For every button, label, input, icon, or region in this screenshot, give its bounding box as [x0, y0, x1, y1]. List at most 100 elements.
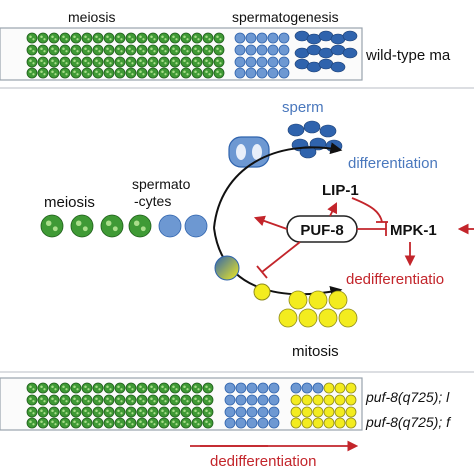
meiotic-cell — [70, 56, 82, 68]
spermatocyte-cell — [234, 32, 246, 44]
bottom-dedifferentiation-label: dedifferentiation — [210, 453, 316, 470]
meiotic-cell — [191, 417, 203, 429]
mitotic-cell — [345, 406, 357, 418]
spermatocyte-cell — [245, 67, 257, 79]
meiotic-cell — [180, 406, 192, 418]
meiotic-cell — [202, 382, 214, 394]
sperm-cell — [299, 145, 317, 159]
mitotic-cell — [301, 406, 313, 418]
meiotic-cell — [180, 44, 192, 56]
spermatocyte-cell — [245, 44, 257, 56]
meiotic-cell — [147, 56, 159, 68]
sperm-cell — [330, 61, 346, 73]
meiotic-cell — [158, 382, 170, 394]
meiotic-cell — [136, 67, 148, 79]
meiotic-cell — [147, 44, 159, 56]
meiotic-cell — [26, 56, 38, 68]
meiotic-cell — [70, 214, 94, 238]
mitosis-cell-cluster — [278, 290, 358, 328]
meiotic-cell — [81, 67, 93, 79]
meiotic-cell — [147, 394, 159, 406]
sperm-label: sperm — [282, 99, 324, 116]
top-genotype-label: wild-type ma — [365, 47, 451, 64]
spermatocyte-cell — [268, 394, 280, 406]
meiotic-cell — [136, 44, 148, 56]
meiotic-cell — [213, 67, 225, 79]
meiotic-cell — [158, 32, 170, 44]
meiotic-cell — [81, 417, 93, 429]
meiotic-cell — [81, 56, 93, 68]
meiotic-cell — [70, 32, 82, 44]
meiotic-cell — [213, 44, 225, 56]
meiotic-cell — [81, 44, 93, 56]
spermatocyte-cell — [224, 406, 236, 418]
meiotic-cell — [158, 417, 170, 429]
mitotic-cell — [323, 406, 335, 418]
puf8-label: PUF-8 — [300, 222, 343, 239]
meiotic-cell — [191, 32, 203, 44]
meiotic-cell — [81, 394, 93, 406]
meiotic-cell — [136, 417, 148, 429]
meiotic-cell — [180, 67, 192, 79]
meiotic-cell — [169, 67, 181, 79]
spermatocyte-cell — [234, 56, 246, 68]
meiotic-cell — [136, 32, 148, 44]
crescent-cell — [0, 226, 12, 232]
meiotic-cell — [213, 56, 225, 68]
meiotic-cell — [125, 417, 137, 429]
meiotic-cell — [59, 382, 71, 394]
bottom-genotype-2: puf-8(q725); f — [365, 414, 452, 430]
mitotic-cell — [318, 308, 338, 328]
spermatocyte-cell — [256, 32, 268, 44]
meiotic-cell — [125, 67, 137, 79]
meiotic-cell — [180, 56, 192, 68]
meiotic-cell — [114, 382, 126, 394]
meiotic-cell — [92, 56, 104, 68]
sperm-cell — [342, 47, 358, 59]
differentiation-label: differentiation — [348, 155, 438, 172]
meiotic-cell — [59, 394, 71, 406]
spermatocyte-cell — [278, 56, 290, 68]
spermatocyte-cell — [257, 394, 269, 406]
meiotic-cell — [136, 382, 148, 394]
meiotic-cell — [169, 417, 181, 429]
sperm-cell — [319, 124, 337, 138]
meiotic-cell — [158, 44, 170, 56]
meiotic-cell — [103, 44, 115, 56]
meiotic-cell — [100, 214, 124, 238]
meiotic-cell — [48, 417, 60, 429]
mitotic-cell — [323, 417, 335, 429]
meiotic-cell — [125, 56, 137, 68]
spermatocytes-label-line1: spermato — [132, 176, 191, 192]
spermatocyte-cell — [301, 382, 313, 394]
meiotic-cell — [103, 67, 115, 79]
spermatocyte-cell — [235, 382, 247, 394]
regulatory-edges — [253, 197, 474, 279]
meiotic-cell — [202, 32, 214, 44]
meiosis-label: meiosis — [44, 194, 95, 211]
mitotic-cell — [345, 394, 357, 406]
meiotic-cell — [59, 406, 71, 418]
meiotic-cell — [180, 32, 192, 44]
meiotic-cell — [26, 406, 38, 418]
meiotic-cell — [48, 44, 60, 56]
sperm-cell — [342, 30, 358, 42]
meiotic-cell — [158, 56, 170, 68]
meiotic-cell — [169, 44, 181, 56]
spermatocyte-cell — [278, 32, 290, 44]
mitotic-cell — [338, 308, 358, 328]
mitotic-cell — [323, 382, 335, 394]
mitotic-cell — [312, 417, 324, 429]
meiotic-cell — [191, 67, 203, 79]
meiotic-cell — [136, 406, 148, 418]
meiotic-cell — [147, 406, 159, 418]
top-spermatogenesis-label: spermatogenesis — [232, 9, 339, 25]
meiotic-cell — [125, 32, 137, 44]
mpk1-label: MPK-1 — [390, 222, 437, 239]
mitotic-cell — [345, 382, 357, 394]
spermatocyte-cell — [184, 214, 208, 238]
meiotic-cell — [147, 32, 159, 44]
meiotic-cell — [92, 382, 104, 394]
meiotic-cell — [37, 406, 49, 418]
mitotic-cell — [312, 406, 324, 418]
